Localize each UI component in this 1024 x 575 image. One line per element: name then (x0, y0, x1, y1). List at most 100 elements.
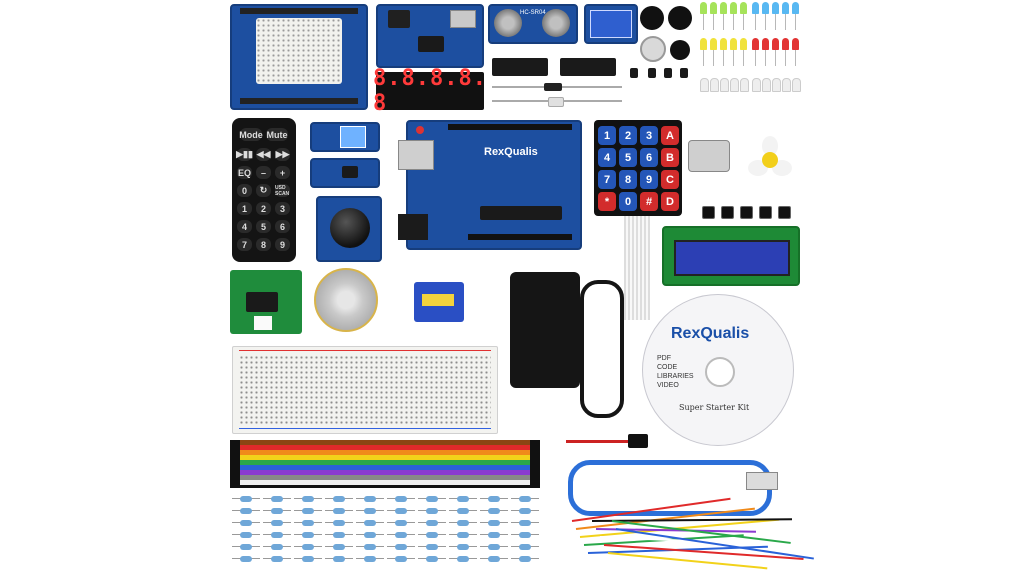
remote-button: 1 (237, 202, 252, 215)
remote-button: EQ (237, 166, 252, 179)
remote-button: 6 (275, 220, 290, 233)
led-leg (775, 50, 776, 66)
resistor (449, 544, 477, 550)
power-rail-blue (239, 428, 491, 429)
resistor-body (457, 544, 469, 550)
resistor (263, 556, 291, 562)
keypad-key: # (640, 192, 658, 211)
led-clear (782, 78, 791, 92)
relay-module (584, 4, 638, 44)
remote-button: 5 (256, 220, 271, 233)
resistor-body (426, 556, 438, 562)
resistor-body (457, 496, 469, 502)
resistor-body (302, 508, 314, 514)
resistor-body (333, 520, 345, 526)
arduino-uno-board: RexQualis (398, 120, 582, 250)
tactile-button (778, 206, 791, 219)
resistor (356, 520, 384, 526)
led (762, 38, 769, 50)
remote-button: 8 (256, 238, 271, 251)
ultrasonic-sensor: HC-SR04 (488, 4, 578, 44)
resistor (325, 520, 353, 526)
led-leg (765, 14, 766, 30)
resistor (325, 544, 353, 550)
usb-port (450, 10, 476, 28)
resistor-body (488, 520, 500, 526)
dc-motor (688, 140, 730, 172)
remote-button: Mute (266, 128, 288, 141)
resistor-body (302, 556, 314, 562)
ic-chip (492, 58, 548, 76)
led (792, 38, 799, 50)
resistor (387, 508, 415, 514)
resistor-body (395, 532, 407, 538)
led (762, 2, 769, 14)
cd-line-3: LIBRARIES (657, 373, 694, 380)
resistor-body (240, 544, 252, 550)
resistor (480, 508, 508, 514)
resistor (511, 532, 539, 538)
led-leg (743, 14, 744, 30)
resistor (480, 544, 508, 550)
led (752, 2, 759, 14)
resistor-body (240, 556, 252, 562)
diode (544, 83, 562, 91)
lcd-1602 (662, 226, 800, 286)
resistor (294, 496, 322, 502)
remote-button: 2 (256, 202, 271, 215)
led-leg (755, 14, 756, 30)
resistor-body (519, 520, 531, 526)
led (730, 38, 737, 50)
resistor (263, 508, 291, 514)
resistor-body (364, 496, 376, 502)
tactile-button (759, 206, 772, 219)
led-clear (740, 78, 749, 92)
remote-button: 9 (275, 238, 290, 251)
buzzer (640, 36, 666, 62)
buzzer (668, 6, 692, 30)
fan-blade-3 (772, 160, 792, 176)
resistor (325, 556, 353, 562)
sound-sensor (310, 158, 380, 188)
led-clear (772, 78, 781, 92)
board-logo: RexQualis (484, 146, 538, 158)
resistor-body (395, 496, 407, 502)
led (792, 2, 799, 14)
resistor (387, 520, 415, 526)
keypad-key: * (598, 192, 616, 211)
servo-motor (414, 282, 464, 322)
keypad-key: 6 (640, 148, 658, 167)
seven-segment-display: 8.8.8.8. 8 (373, 66, 486, 116)
remote-button: ▶▮▮ (236, 148, 253, 161)
resistor (232, 556, 260, 562)
resistor-body (519, 532, 531, 538)
dht-grid (340, 126, 366, 148)
led-leg (755, 50, 756, 66)
resistor (418, 520, 446, 526)
resistor (232, 508, 260, 514)
ribbon-jumper-wires (236, 440, 532, 488)
resistor-body (488, 532, 500, 538)
servo-label (422, 294, 454, 306)
resistor-body (240, 496, 252, 502)
dc-barrel (398, 214, 428, 240)
keypad-key: 1 (598, 126, 616, 145)
cd-line-4: VIDEO (657, 382, 679, 389)
resistor-body (457, 556, 469, 562)
diode (548, 97, 564, 107)
remote-button: + (275, 166, 290, 179)
resistor-body (519, 496, 531, 502)
lcd-screen (674, 240, 790, 276)
resistor-body (364, 508, 376, 514)
resistor-body (364, 544, 376, 550)
led (720, 38, 727, 50)
cd-brand: RexQualis (671, 325, 750, 342)
joystick-module (316, 196, 382, 262)
resistor (418, 544, 446, 550)
led (740, 38, 747, 50)
remote-button: 0 (237, 184, 252, 197)
led-leg (765, 50, 766, 66)
resistor (232, 520, 260, 526)
stepper-motor (314, 268, 378, 332)
